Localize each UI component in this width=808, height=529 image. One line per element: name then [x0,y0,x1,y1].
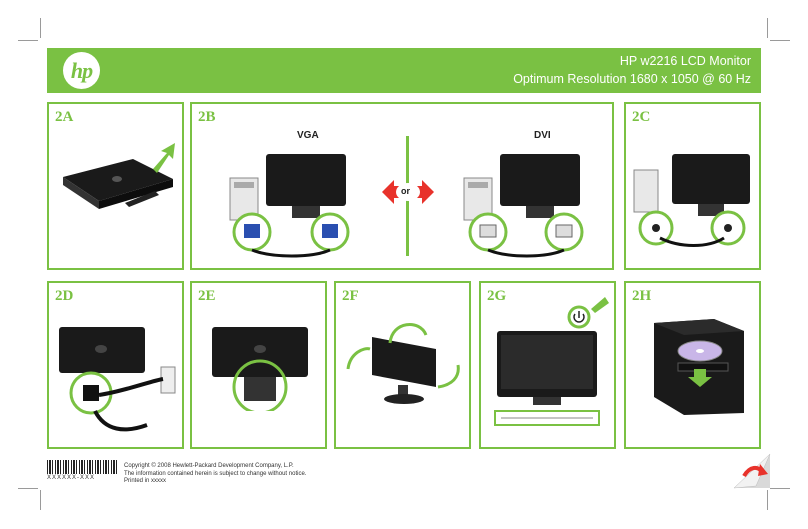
barcode-number: XXXXXX-XXX [47,475,96,481]
crop-mark [18,488,38,489]
panel-label: 2E [198,288,216,304]
panel-2f: 2F [334,281,471,449]
monitor-unboxing-illustration [63,143,175,209]
or-double-arrow [382,180,434,204]
dvi-caption: DVI [534,130,551,141]
crop-mark [770,40,790,41]
dvi-connection-illustration [463,154,584,258]
panel-2h: 2H [624,281,761,449]
crop-mark [40,18,41,38]
panel-2e: 2E [190,281,327,449]
panel-2g: 2G [479,281,616,449]
header-banner [47,48,761,93]
audio-connection-illustration [633,154,750,247]
power-on-illustration [494,297,609,426]
crop-mark [40,490,41,510]
panel-label: 2B [198,109,216,125]
product-title: HP w2216 LCD Monitor [619,54,751,68]
vga-connection-illustration [229,154,350,258]
panel-2a: 2A [47,102,184,270]
hp-logo: hp [63,52,100,89]
crop-mark [18,40,38,41]
panel-label: 2C [632,109,651,125]
printed-in-line: Printed in xxxxx [124,478,167,484]
cable-management-illustration [212,327,308,411]
panel-label: 2H [632,288,652,304]
panel-label: 2G [487,288,507,304]
page-turn-icon[interactable] [730,450,774,490]
crop-mark [770,488,790,489]
power-cable-illustration [59,327,176,432]
panel-2c: 2C [624,102,761,270]
panel-2d: 2D [47,281,184,449]
cd-insert-illustration [654,319,744,415]
crop-mark [767,490,768,510]
or-label: or [401,186,410,196]
resolution-subtitle: Optimum Resolution 1680 x 1050 @ 60 Hz [513,72,751,86]
vga-caption: VGA [297,130,319,141]
crop-mark [767,18,768,38]
panel-label: 2A [55,109,74,125]
panel-2b: 2B VGA DVI or [190,102,614,270]
copyright-line: Copyright © 2008 Hewlett-Packard Develop… [124,463,294,469]
tilt-swivel-illustration [346,323,460,404]
panel-label: 2F [342,288,359,304]
copyright-notice: Copyright © 2008 Hewlett-Packard Develop… [124,463,306,486]
barcode [47,460,119,474]
panel-label: 2D [55,288,74,304]
disclaimer-line: The information contained herein is subj… [124,470,307,477]
